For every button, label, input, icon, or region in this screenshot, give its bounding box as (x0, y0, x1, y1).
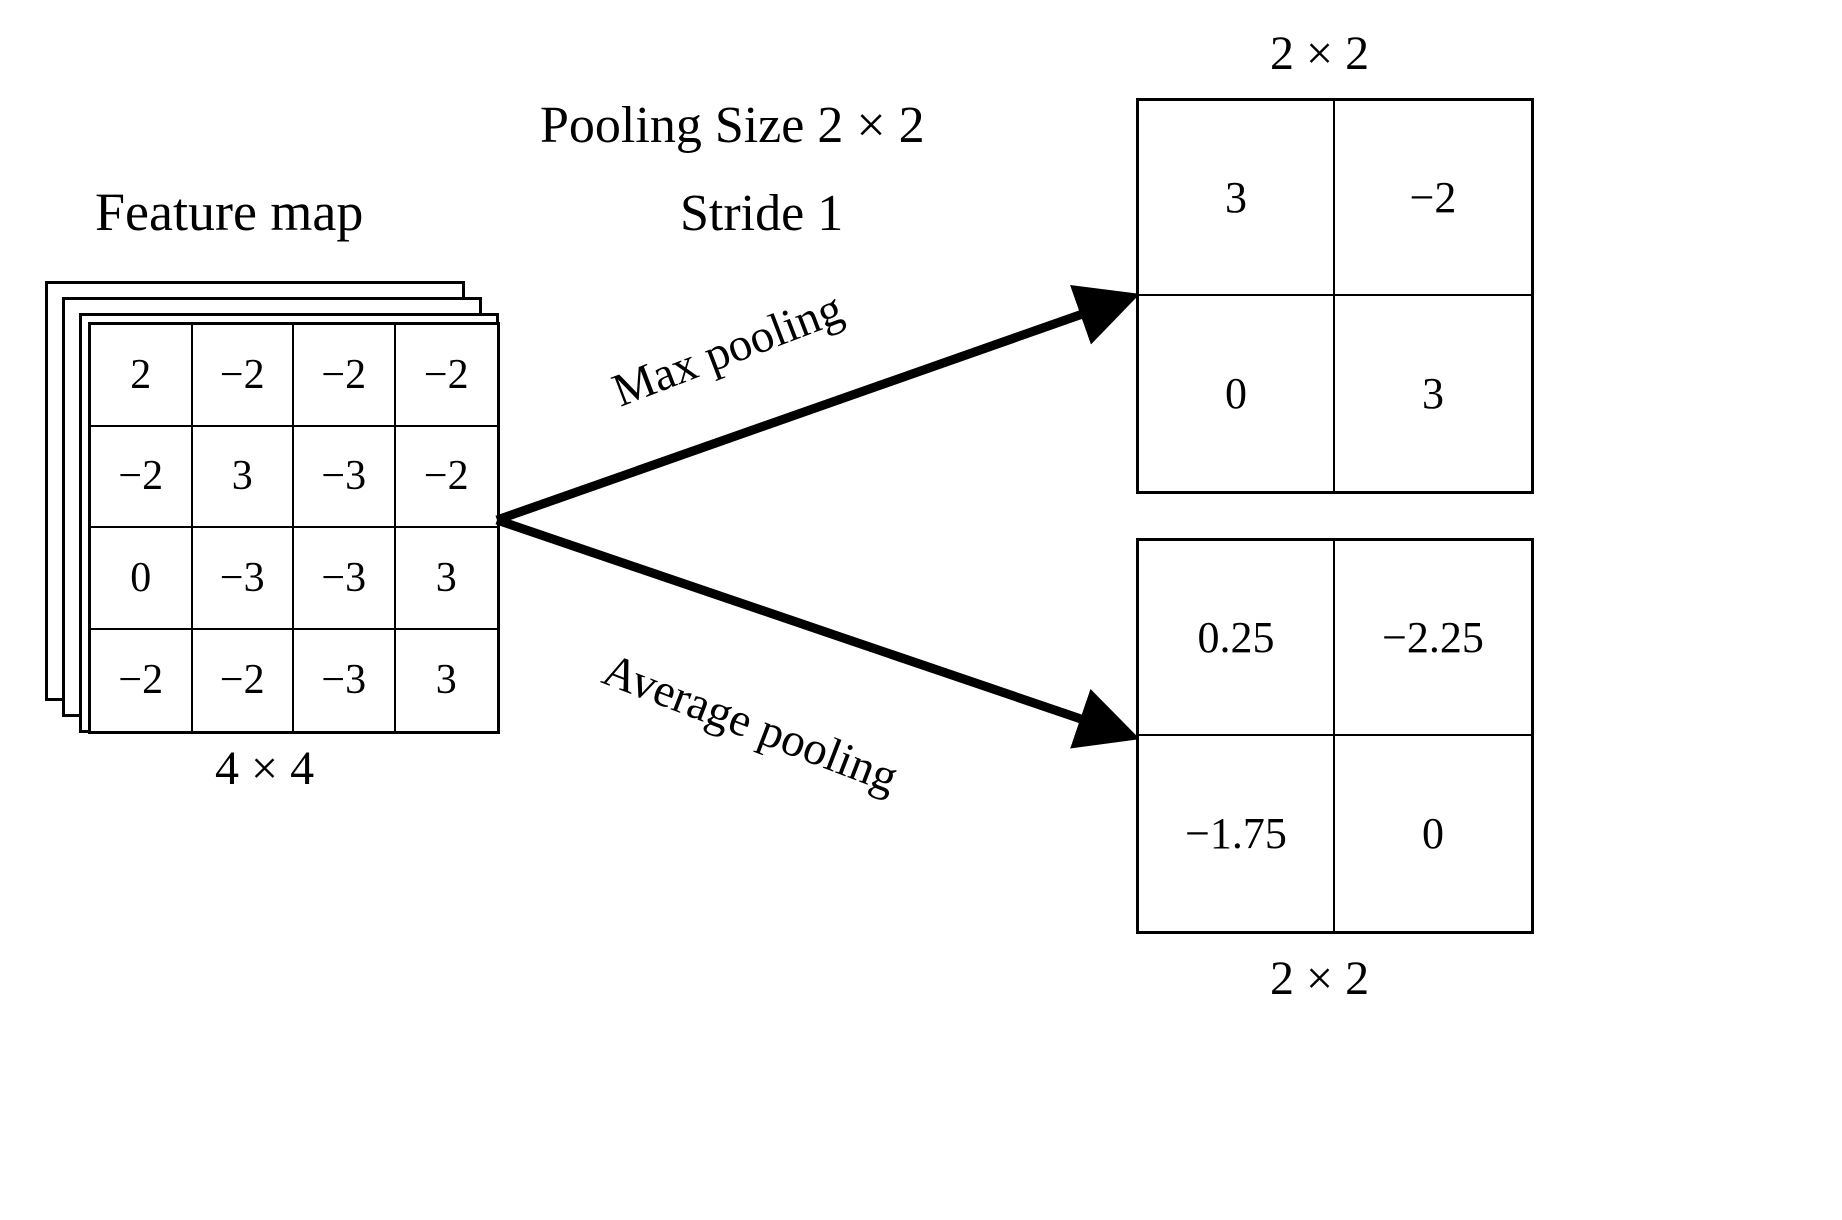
average-output-size-caption: 2 × 2 (1270, 952, 1370, 1005)
feature-map-cell: −2 (294, 325, 396, 427)
feature-map-label: Feature map (95, 182, 364, 242)
feature-map-cell: 0 (91, 528, 193, 630)
feature-map-cell: 2 (91, 325, 193, 427)
average-output-cell: 0 (1422, 809, 1444, 858)
feature-map-cell: −3 (294, 426, 396, 528)
feature-map-cell: −2 (395, 427, 497, 528)
feature-map-size-caption: 4 × 4 (215, 742, 315, 795)
average-pooling-arrow-label: Average pooling (595, 643, 905, 804)
feature-map-cell: −3 (192, 528, 294, 630)
feature-map-cell: −2 (395, 325, 497, 427)
feature-map-cell: −2 (192, 325, 294, 427)
feature-map-cell: 3 (395, 528, 497, 630)
feature-map-cell: 3 (192, 426, 294, 528)
feature-map-cell: −2 (91, 426, 193, 528)
max-output-matrix: 3 −2 0 3 (1136, 98, 1534, 494)
max-output-cell: 3 (1422, 369, 1444, 418)
feature-map-cell: −2 (193, 629, 294, 731)
max-output-cell: 3 (1139, 101, 1335, 296)
max-output-size-caption: 2 × 2 (1270, 27, 1370, 80)
feature-map-cell: −2 (91, 629, 193, 731)
average-output-cell: 0.25 (1139, 541, 1335, 736)
max-output-cell: −2 (1335, 101, 1531, 296)
feature-map-cell: 3 (435, 657, 457, 704)
average-output-cell: −1.75 (1139, 736, 1335, 931)
pooling-size-heading: Pooling Size 2 × 2 (540, 97, 925, 154)
stride-heading: Stride 1 (680, 185, 844, 242)
feature-map-cell: −3 (294, 528, 396, 630)
max-output-cell: 0 (1139, 296, 1335, 491)
feature-map-grid: 2 −2 −2 −2 −2 3 −3 −2 0 −3 −3 3 −2 −2 −3… (88, 322, 500, 734)
average-pooling-arrow (495, 515, 1140, 749)
average-output-matrix: 0.25 −2.25 −1.75 0 (1136, 538, 1534, 934)
max-pooling-arrow-label: Max pooling (605, 282, 850, 418)
feature-map-cell: −3 (294, 629, 396, 731)
average-output-cell: −2.25 (1335, 541, 1531, 736)
